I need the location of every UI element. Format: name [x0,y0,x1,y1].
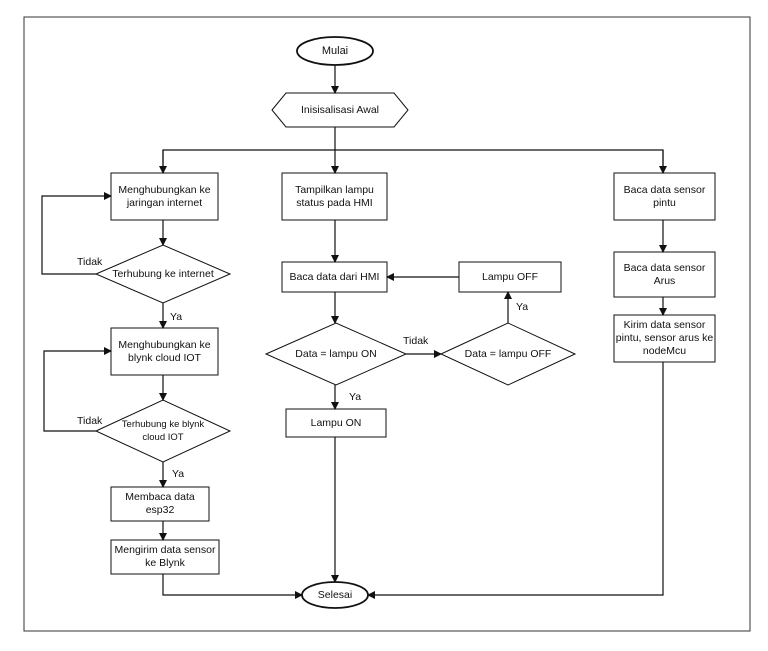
lamp-off-label: Lampu OFF [481,270,539,283]
no-on-label: Tidak [403,335,429,347]
send-blynk-label: Mengirim data sensor ke Blynk [114,544,216,569]
check-off-label: Data = lampu OFF [464,347,552,360]
read-current-label: Baca data sensor Arus [623,261,706,287]
read-door-label: Baca data sensor pintu [623,183,706,209]
init-label: Inisisalisasi Awal [300,103,379,116]
end-label: Selesai [317,588,353,601]
yes-internet-label: Ya [170,311,183,323]
read-current-process [613,251,716,298]
send-blynk-process [110,539,220,575]
lamp-on-process [285,408,387,438]
send-nodemcu-label: Kirim data sensor pintu, sensor arus ke … [615,319,714,357]
show-lamp-label: Tampilkan lampu status pada HMI [295,183,374,209]
check-internet-decision [94,244,232,304]
no-internet-label: Tidak [77,256,103,268]
branch-bar [162,149,664,170]
diagram-frame [23,16,751,632]
lamp-off-process [458,261,562,293]
edge-send-end [162,574,303,599]
check-blynk-label: Terhubung ke blynk cloud IOT [121,419,205,443]
check-internet-label: Terhubung ke internet [112,267,214,280]
edge-internet-no-loop [41,192,112,275]
connect-internet-label: Menghubungkan ke jaringan internet [118,183,211,209]
read-esp32-label: Membaca data esp32 [125,491,195,516]
lamp-on-label: Lampu ON [310,416,362,429]
connect-blynk-process [110,327,219,376]
check-blynk-decision [94,399,232,463]
check-off-decision [439,322,577,386]
no-blynk-label: Tidak [77,415,103,427]
yes-blynk-label: Ya [172,468,185,480]
init-preparation [271,92,409,128]
check-on-label: Data = lampu ON [295,347,377,360]
read-hmi-label: Baca data dari HMI [289,270,380,283]
yes-on-label: Ya [349,391,362,403]
connect-blynk-label: Menghubungkan ke blynk cloud IOT [118,338,211,364]
start-label: Mulai [321,44,349,57]
edge-blynk-no-loop [43,347,112,432]
send-nodemcu-process [613,314,716,363]
edge-nodemcu-end [367,362,664,599]
yes-off-label: Ya [516,301,529,313]
